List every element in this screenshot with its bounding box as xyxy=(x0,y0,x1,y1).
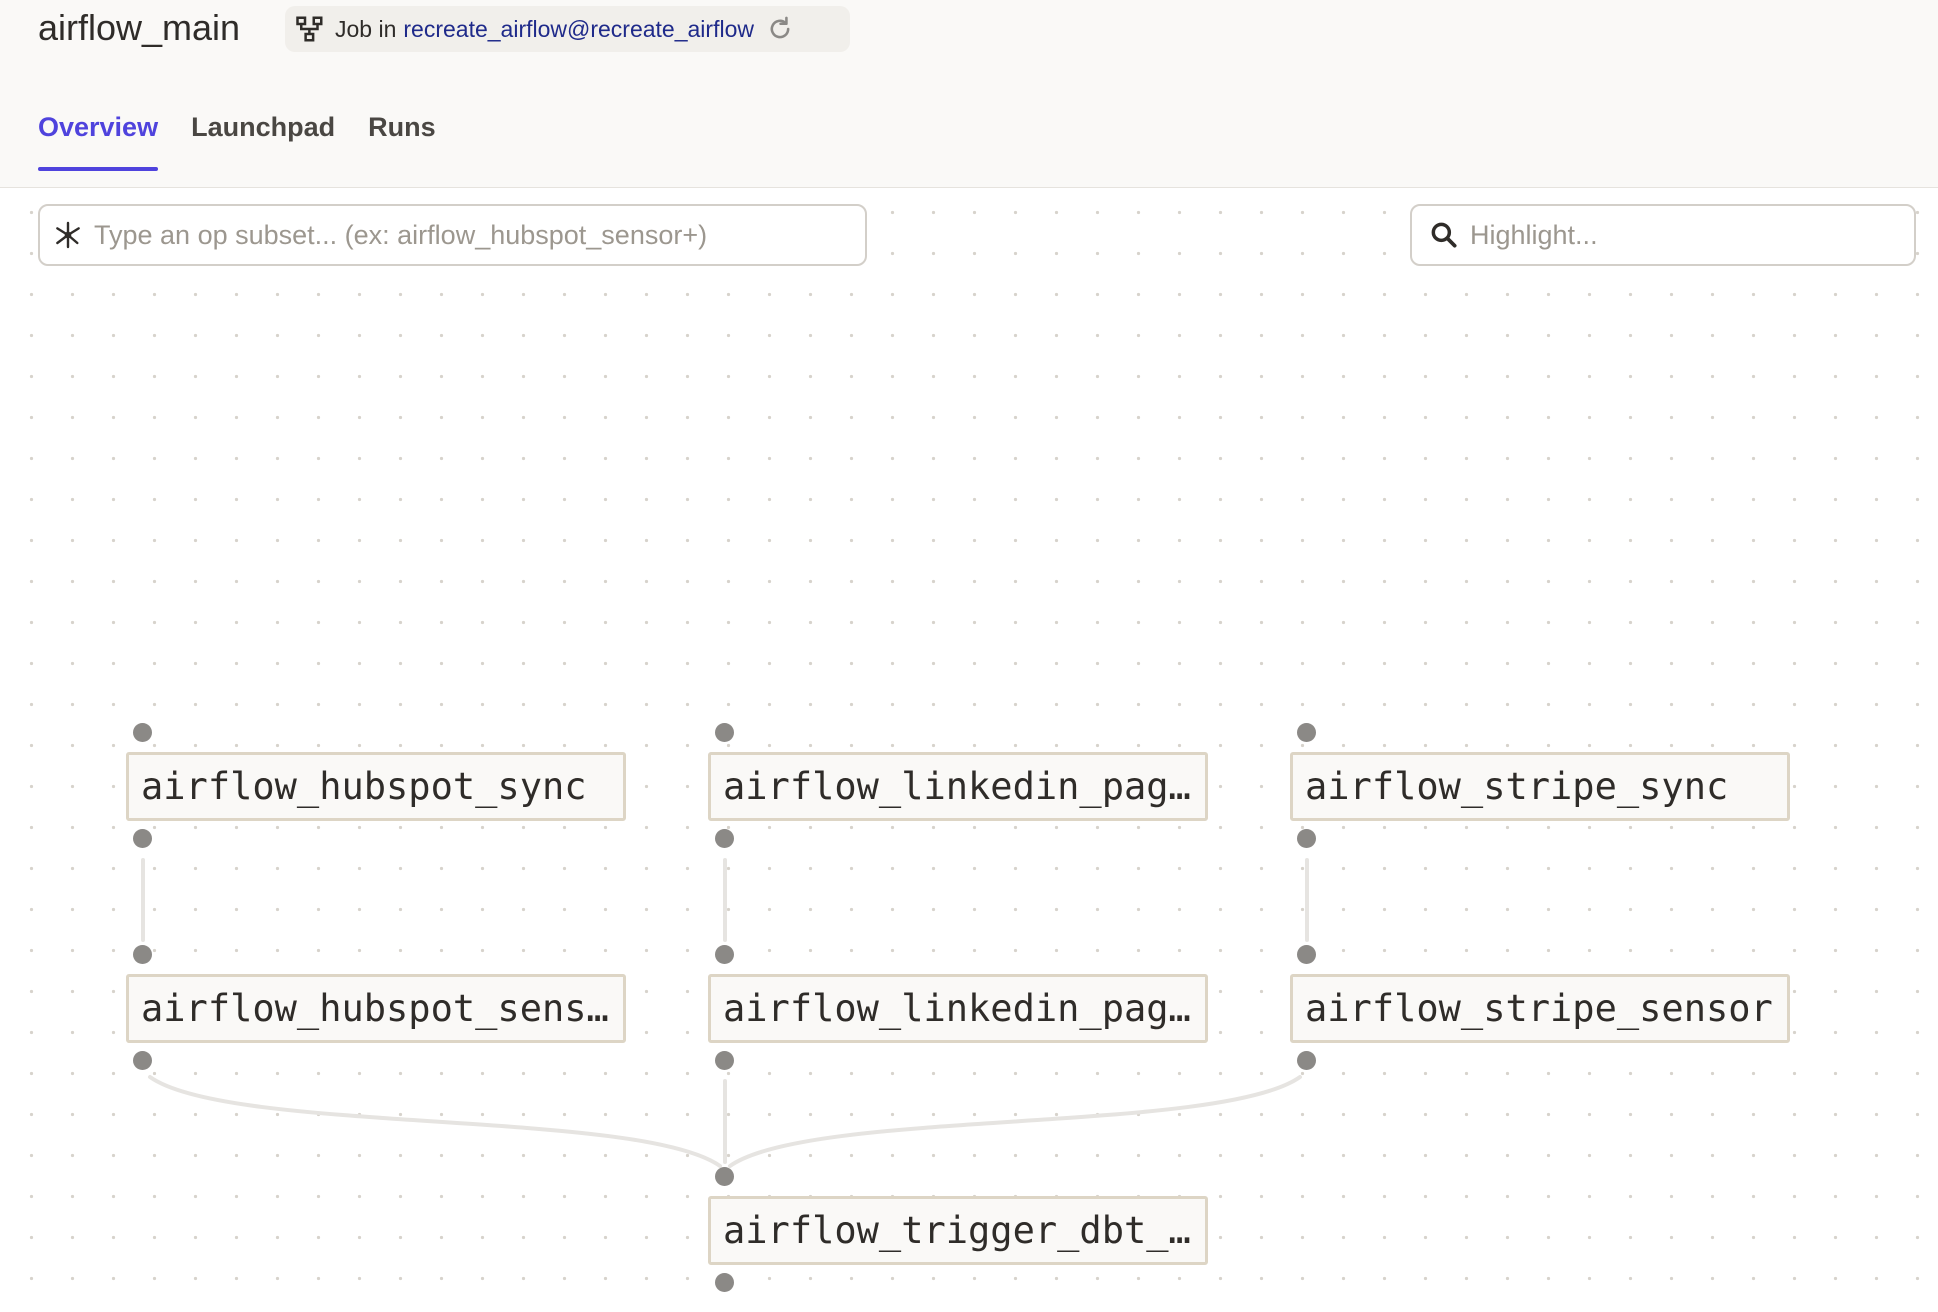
job-graph-icon xyxy=(296,16,323,42)
input-port xyxy=(715,945,734,964)
repository-link[interactable]: recreate_airflow@recreate_airflow xyxy=(403,15,754,42)
output-port xyxy=(715,1051,734,1070)
output-port xyxy=(133,829,152,848)
op-node-linkedin-sync[interactable]: airflow_linkedin_pag… xyxy=(708,752,1208,821)
op-selector-icon xyxy=(56,221,80,249)
refresh-icon[interactable] xyxy=(766,15,794,43)
job-header: airflow_main Job in recreate_airflow@rec… xyxy=(0,0,1938,188)
input-port xyxy=(715,1167,734,1186)
edge-hubspot-sensor-to-trigger xyxy=(148,1075,722,1168)
op-subset-input[interactable] xyxy=(94,219,865,251)
input-port xyxy=(715,723,734,742)
input-port xyxy=(1297,723,1316,742)
output-port xyxy=(133,1051,152,1070)
output-port xyxy=(1297,1051,1316,1070)
highlight-field[interactable] xyxy=(1410,204,1916,266)
op-node-hubspot-sync[interactable]: airflow_hubspot_sync xyxy=(126,752,626,821)
input-port xyxy=(133,723,152,742)
graph-canvas[interactable]: airflow_hubspot_sync airflow_linkedin_pa… xyxy=(0,189,1938,1312)
op-node-stripe-sensor[interactable]: airflow_stripe_sensor xyxy=(1290,974,1790,1043)
output-port xyxy=(1297,829,1316,848)
highlight-input[interactable] xyxy=(1470,219,1914,251)
op-node-trigger-dbt[interactable]: airflow_trigger_dbt_… xyxy=(708,1196,1208,1265)
input-port xyxy=(133,945,152,964)
output-port xyxy=(715,829,734,848)
edge-stripe-sensor-to-trigger xyxy=(728,1075,1302,1168)
page-title: airflow_main xyxy=(38,7,241,48)
output-port xyxy=(715,1273,734,1292)
search-icon xyxy=(1431,222,1457,248)
op-node-hubspot-sensor[interactable]: airflow_hubspot_sens… xyxy=(126,974,626,1043)
op-node-linkedin-sensor[interactable]: airflow_linkedin_pag… xyxy=(708,974,1208,1043)
graph-edges xyxy=(141,858,1309,1168)
tab-launchpad[interactable]: Launchpad xyxy=(191,112,336,142)
tab-bar: Overview Launchpad Runs xyxy=(38,112,469,171)
input-port xyxy=(1297,945,1316,964)
job-prefix: Job in xyxy=(335,15,397,42)
tab-overview[interactable]: Overview xyxy=(38,112,159,171)
op-node-stripe-sync[interactable]: airflow_stripe_sync xyxy=(1290,752,1790,821)
job-badge: Job in recreate_airflow@recreate_airflow xyxy=(285,6,850,52)
tab-runs[interactable]: Runs xyxy=(368,112,436,142)
op-subset-field[interactable] xyxy=(38,204,867,266)
